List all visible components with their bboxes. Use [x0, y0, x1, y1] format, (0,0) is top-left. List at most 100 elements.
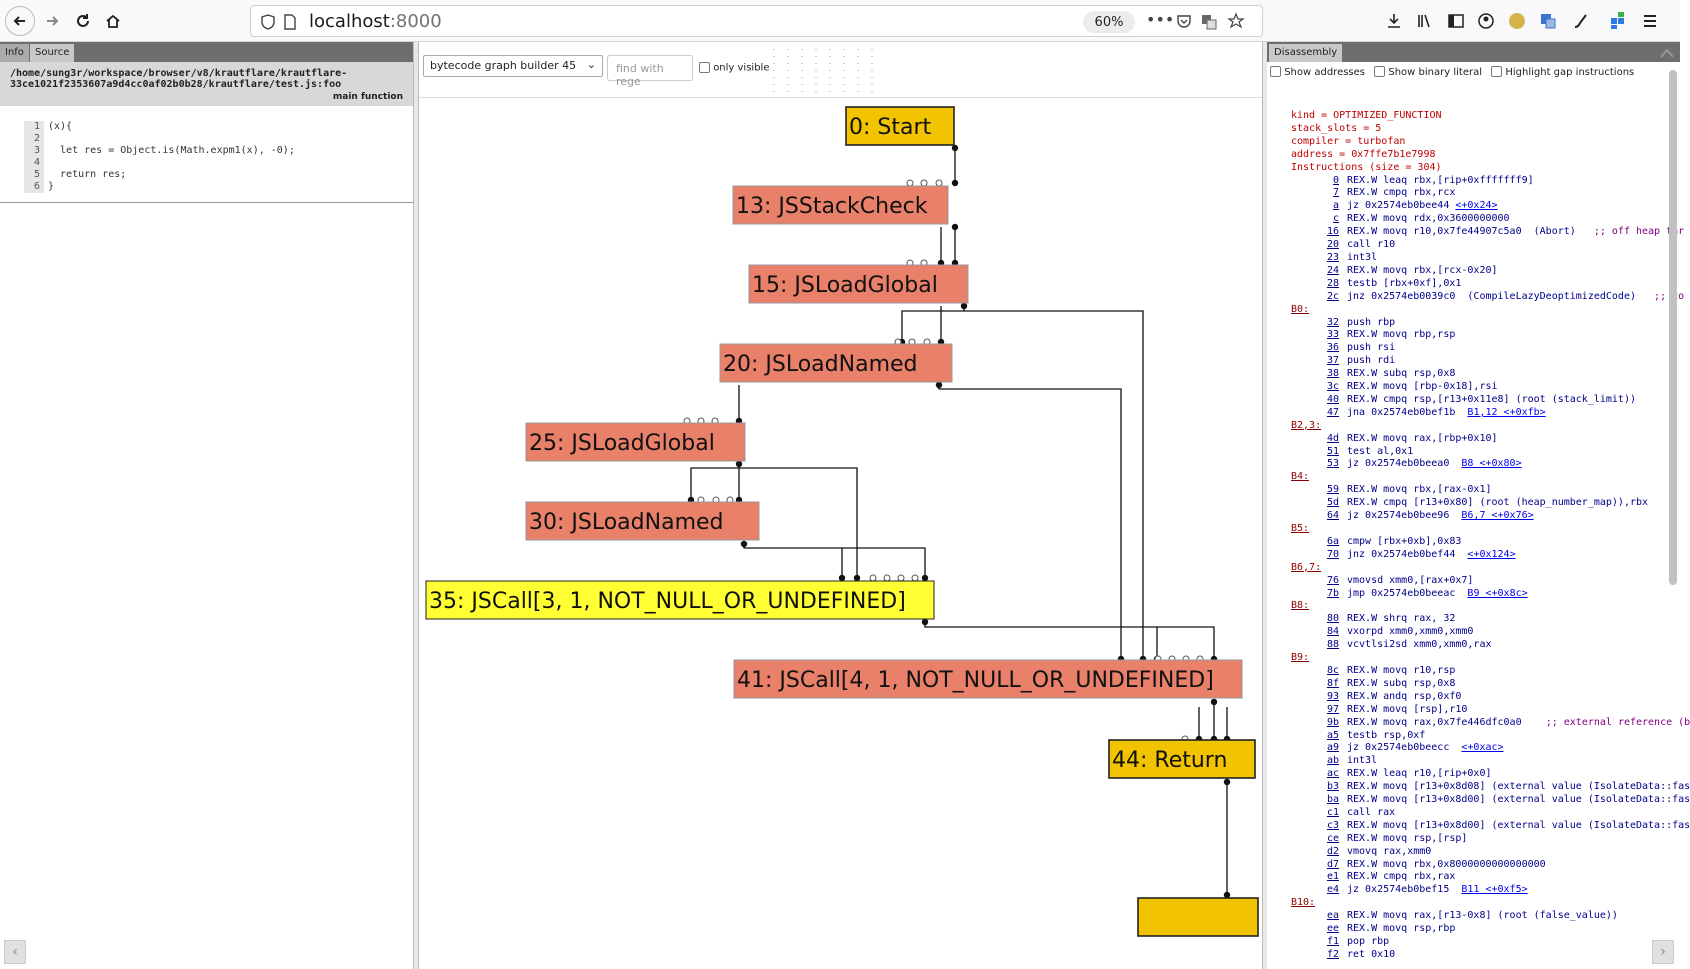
instruction-offset[interactable]: 97 — [1326, 703, 1339, 715]
collapse-icon[interactable] — [1660, 48, 1674, 58]
instruction-offset[interactable]: c3 — [1326, 819, 1339, 831]
instruction-offset[interactable]: 70 — [1326, 548, 1339, 560]
instruction-offset[interactable]: ce — [1326, 832, 1339, 844]
highlight-gap-checkbox[interactable] — [1491, 66, 1503, 77]
url-bar[interactable]: localhost:8000 60% ••• — [250, 5, 1263, 37]
source-line[interactable]: 6} — [24, 181, 413, 193]
instruction-offset[interactable]: 32 — [1326, 316, 1339, 328]
show-binary-checkbox[interactable] — [1374, 66, 1386, 77]
back-button[interactable] — [5, 6, 35, 36]
instruction-offset[interactable]: 51 — [1326, 445, 1339, 457]
instruction-offset[interactable]: 24 — [1326, 264, 1339, 276]
toolbar-icon-grid[interactable] — [767, 46, 877, 92]
right-scroll-button[interactable]: › — [1652, 940, 1674, 964]
instruction-offset[interactable]: 36 — [1326, 342, 1339, 354]
instruction-offset[interactable]: 5d — [1326, 497, 1339, 509]
instruction-offset[interactable]: 93 — [1326, 690, 1339, 702]
graph-node-0[interactable]: 0: Start — [845, 106, 955, 146]
instruction-offset[interactable]: 23 — [1326, 251, 1339, 263]
instruction-offset[interactable]: 64 — [1326, 510, 1339, 522]
instruction-offset[interactable]: d2 — [1326, 845, 1339, 857]
block-label-text[interactable]: B6,7: — [1291, 561, 1322, 573]
graph-node-41[interactable]: 41: JSCall[4, 1, NOT_NULL_OR_UNDEFINED] — [733, 659, 1243, 699]
instruction-offset[interactable]: ba — [1326, 794, 1339, 806]
instruction-offset[interactable]: 28 — [1326, 277, 1339, 289]
instruction-offset[interactable]: 0 — [1332, 174, 1339, 186]
instruction-offset[interactable]: 84 — [1326, 626, 1339, 638]
instruction-offset[interactable]: 80 — [1326, 613, 1339, 625]
graph-node-44[interactable]: 44: Return — [1108, 739, 1256, 779]
instruction-offset[interactable]: e1 — [1326, 871, 1339, 883]
reload-button[interactable] — [68, 6, 98, 36]
instruction-offset[interactable]: 59 — [1326, 484, 1339, 496]
show-addresses-toggle[interactable]: Show addresses — [1270, 66, 1365, 78]
instruction-offset[interactable]: e4 — [1326, 884, 1339, 896]
instruction-offset[interactable]: 76 — [1326, 574, 1339, 586]
instruction-offset[interactable]: 16 — [1326, 226, 1339, 238]
block-label[interactable]: B0: — [1291, 304, 1690, 317]
instruction-offset[interactable]: 6a — [1326, 535, 1339, 547]
block-label-text[interactable]: B5: — [1291, 523, 1310, 534]
extension-icon[interactable] — [1509, 13, 1525, 29]
library-icon[interactable] — [1417, 13, 1433, 29]
block-label[interactable]: B4: — [1291, 471, 1690, 484]
downloads-icon[interactable] — [1386, 13, 1402, 29]
instruction-offset[interactable]: 20 — [1326, 239, 1339, 251]
instruction-offset[interactable]: c1 — [1326, 806, 1339, 818]
instruction-offset[interactable]: 38 — [1326, 368, 1339, 380]
star-icon[interactable] — [1227, 12, 1245, 29]
page-actions-icon[interactable]: ••• — [1146, 10, 1175, 29]
block-label-text[interactable]: B0: — [1291, 303, 1310, 315]
jump-target-link[interactable]: <+0x24> — [1455, 200, 1498, 212]
url-text[interactable]: localhost:8000 — [309, 11, 442, 32]
block-label[interactable]: B10: — [1291, 897, 1690, 910]
jump-target-link[interactable]: <+0x124> — [1467, 548, 1516, 560]
menu-icon[interactable] — [1642, 13, 1658, 29]
disassembly-scrollbar[interactable] — [1669, 70, 1677, 585]
graph-node-25[interactable]: 25: JSLoadGlobal — [525, 422, 746, 462]
instruction-offset[interactable]: f2 — [1326, 948, 1339, 960]
block-label-text[interactable]: B8: — [1291, 600, 1310, 612]
translate-extension-icon[interactable] — [1540, 13, 1556, 29]
only-visible-toggle[interactable]: only visible — [699, 62, 769, 74]
graph-node-13[interactable]: 13: JSStackCheck — [732, 185, 949, 225]
instruction-offset[interactable]: 8f — [1326, 677, 1339, 689]
left-scroll-button[interactable]: ‹ — [4, 940, 26, 964]
jump-target-link[interactable]: B6,7 <+0x76> — [1461, 510, 1534, 522]
graph-node-45[interactable] — [1137, 897, 1259, 937]
instruction-offset[interactable]: ea — [1326, 910, 1339, 922]
jump-target-link[interactable]: B8 <+0x80> — [1461, 458, 1522, 470]
block-label[interactable]: B2,3: — [1291, 420, 1690, 433]
source-line[interactable]: 4 — [24, 157, 413, 169]
translate-icon[interactable] — [1201, 14, 1217, 30]
instruction-offset[interactable]: 33 — [1326, 329, 1339, 341]
jump-target-link[interactable]: B9 <+0x8c> — [1467, 587, 1528, 599]
tab-source[interactable]: Source — [30, 44, 75, 62]
